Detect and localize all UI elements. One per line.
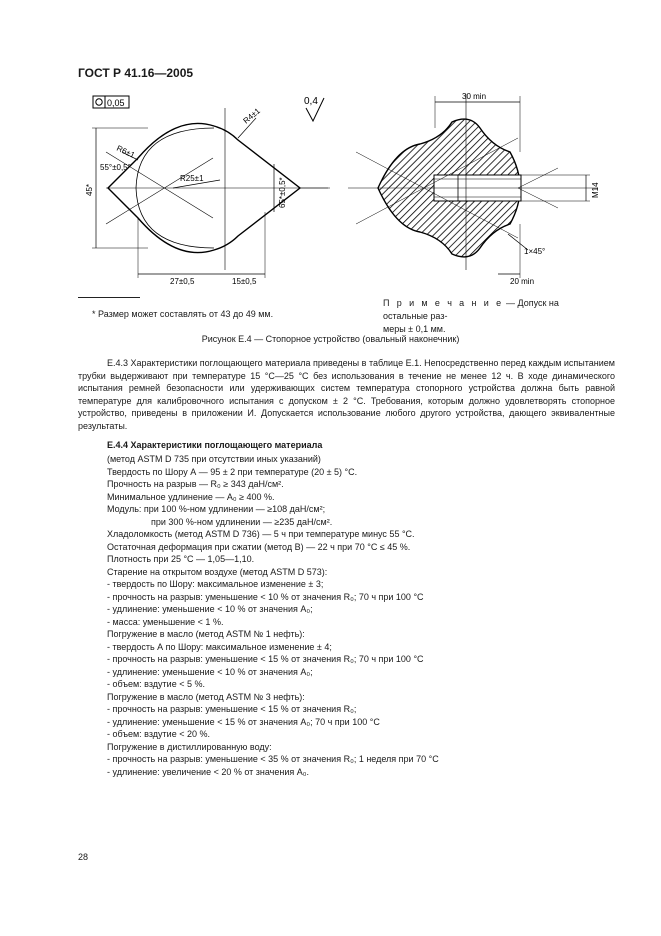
property-line: Минимальное удлинение — A₀ ≥ 400 %. xyxy=(107,491,275,502)
dim-15: 15±0,5 xyxy=(232,277,257,286)
property-line: - прочность на разрыв: уменьшение < 10 %… xyxy=(107,591,424,602)
property-line: Твердость по Шору А — 95 ± 2 при темпера… xyxy=(107,466,358,477)
property-line: - прочность на разрыв: уменьшение < 15 %… xyxy=(107,654,424,664)
figure-caption: Рисунок Е.4 — Стопорное устройство (овал… xyxy=(201,334,460,344)
property-line: Остаточная деформация при сжатии (метод … xyxy=(107,541,411,552)
left-view xyxy=(92,108,330,278)
locking-device-figure: 0,05 0,4 R4±1 R6±1 xyxy=(85,92,600,286)
property-line: - удлинение: уменьшение < 15 % от значен… xyxy=(107,716,380,727)
property-line: Плотность при 25 °С — 1,05—1,10. xyxy=(107,554,255,564)
property-line: - прочность на разрыв: уменьшение < 35 %… xyxy=(107,754,439,764)
page-number: 28 xyxy=(78,852,89,862)
dim-45: 45* xyxy=(85,184,94,196)
note-label: П р и м е ч а н и е xyxy=(383,298,504,308)
dim-27: 27±0,5 xyxy=(170,277,195,286)
section-title: Е.4.4 Характеристики поглощающего матери… xyxy=(107,440,323,450)
footnote: * Размер может составлять от 43 до 49 мм… xyxy=(92,309,274,319)
property-line: - удлинение: увеличение < 20 % от значен… xyxy=(107,766,309,777)
property-line: Модуль: при 100 %-ном удлинении — ≥108 д… xyxy=(107,504,326,514)
dim-m14: M14 xyxy=(591,182,600,198)
property-line: - удлинение: уменьшение < 10 % от значен… xyxy=(107,666,313,677)
roughness-symbol: 0,4 xyxy=(304,96,325,123)
dim-20min: 20 min xyxy=(510,277,534,286)
paragraph-e43: Е.4.3 Характеристики поглощающего матери… xyxy=(78,358,615,431)
property-line: - прочность на разрыв: уменьшение < 15 %… xyxy=(107,704,357,714)
property-line: Погружение в масло (метод ASTM № 1 нефть… xyxy=(107,629,305,639)
property-line: - объем: вздутие < 5 %. xyxy=(107,679,205,689)
property-line: (метод ASTM D 735 при отсутствии иных ук… xyxy=(107,454,321,464)
note-line2: меры ± 0,1 мм. xyxy=(383,324,446,334)
property-line: Хладоломкость (метод ASTM D 736) — 5 ч п… xyxy=(107,529,415,539)
dim-angle-55: 55°±0,5° xyxy=(100,163,131,172)
note-line1: — Допуск на остальные раз- xyxy=(383,298,559,321)
property-line: Погружение в масло (метод ASTM № 3 нефть… xyxy=(107,691,305,702)
flatness-value: 0,05 xyxy=(107,98,125,108)
roughness-value: 0,4 xyxy=(304,96,318,107)
property-line: Прочность на разрыв — R₀ ≥ 343 даН/см². xyxy=(107,479,284,489)
figure-note: П р и м е ч а н и е — Допуск на остальны… xyxy=(383,297,605,336)
flatness-tolerance-frame: 0,05 xyxy=(92,95,130,109)
property-line: - твердость А по Шору: максимальное изме… xyxy=(107,641,332,652)
right-view xyxy=(348,94,598,278)
footnote-separator xyxy=(78,297,140,298)
property-line: - твердость по Шору: максимальное измене… xyxy=(107,579,324,589)
dim-chamfer: 1×45° xyxy=(524,247,545,256)
dim-30min: 30 min xyxy=(462,92,486,101)
properties-list: (метод ASTM D 735 при отсутствии иных ук… xyxy=(107,453,607,778)
dim-height: 65*±0,5* xyxy=(278,177,287,208)
property-line: Погружение в дистиллированную воду: xyxy=(107,741,272,752)
property-line: при 300 %-ном удлинении — ≥235 даН/см². xyxy=(151,516,333,527)
dim-r25: R25±1 xyxy=(180,174,204,183)
document-header: ГОСТ Р 41.16—2005 xyxy=(78,66,194,80)
property-line: - объем: вздутие < 20 %. xyxy=(107,729,210,739)
property-line: - масса: уменьшение < 1 %. xyxy=(107,616,224,627)
property-line: Старение на открытом воздухе (метод ASTM… xyxy=(107,566,328,577)
property-line: - удлинение: уменьшение < 10 % от значен… xyxy=(107,604,313,614)
